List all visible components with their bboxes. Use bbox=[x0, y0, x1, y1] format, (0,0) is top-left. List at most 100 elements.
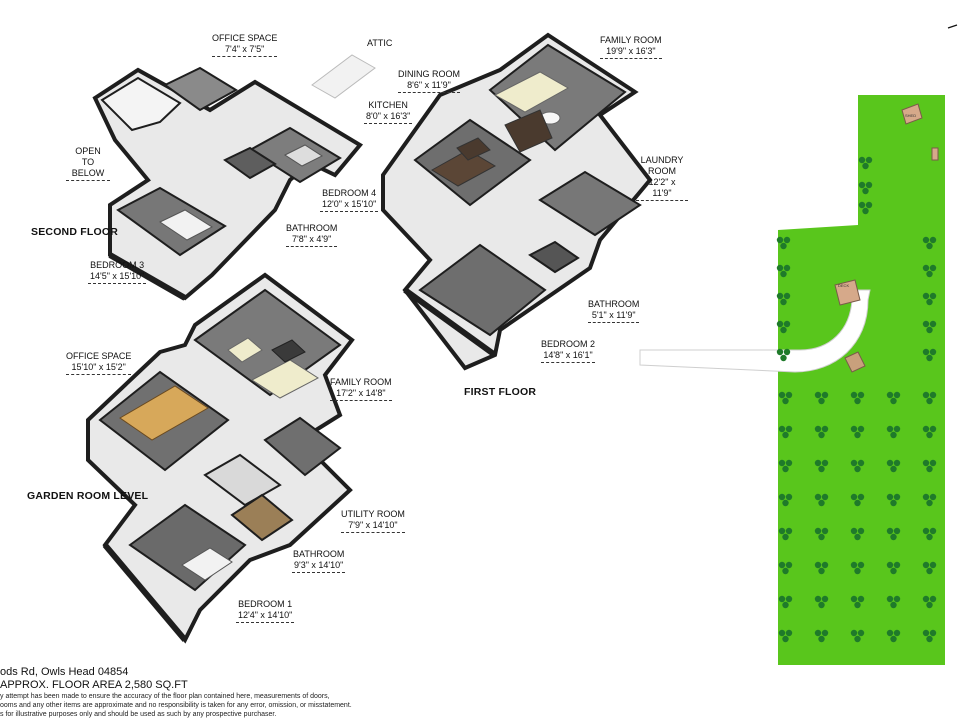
tree-icon bbox=[890, 431, 897, 439]
tree-icon bbox=[850, 561, 858, 569]
tree-icon bbox=[854, 635, 861, 643]
room-label-bathroom-2f: BATHROOM 7'8" x 4'9" bbox=[286, 223, 338, 247]
tree-icon bbox=[890, 567, 897, 575]
tree-icon bbox=[926, 465, 933, 473]
tree-icon bbox=[782, 635, 789, 643]
room-dimensions: 12'0" x 15'10" bbox=[320, 199, 379, 212]
tree-icon bbox=[893, 391, 901, 399]
tree-icon bbox=[886, 425, 894, 433]
room-dimensions: 12'4" x 14'10" bbox=[236, 610, 295, 623]
tree-icon bbox=[922, 292, 930, 300]
tree-icon bbox=[929, 264, 937, 272]
tree-icon bbox=[780, 326, 787, 334]
tree-icon bbox=[926, 298, 933, 306]
room-label-utility: UTILITY ROOM 7'9" x 14'10" bbox=[341, 509, 405, 533]
room-name: KITCHEN bbox=[368, 100, 408, 110]
tree-icon bbox=[929, 236, 937, 244]
room-name: BATHROOM bbox=[588, 299, 640, 309]
tree-icon bbox=[857, 629, 865, 637]
tree-icon bbox=[782, 465, 789, 473]
tree-icon bbox=[821, 595, 829, 603]
tree-icon bbox=[857, 595, 865, 603]
disclaimer-line-2: ooms and any other items are approximate… bbox=[0, 702, 352, 709]
tree-icon bbox=[778, 493, 786, 501]
room-dimensions: 7'9" x 14'10" bbox=[341, 520, 405, 533]
tree-icon bbox=[862, 187, 869, 195]
room-name: OFFICE SPACE bbox=[66, 351, 132, 361]
tree-icon bbox=[890, 635, 897, 643]
room-dimensions: 5'1" x 11'9" bbox=[588, 310, 640, 323]
tree-icon bbox=[922, 493, 930, 501]
tree-icon bbox=[814, 561, 822, 569]
tree-icon bbox=[818, 533, 825, 541]
tree-icon bbox=[814, 425, 822, 433]
tree-icon bbox=[780, 242, 787, 250]
tree-icon bbox=[821, 493, 829, 501]
tree-icon bbox=[814, 459, 822, 467]
tree-icon bbox=[776, 264, 784, 272]
attic-shape bbox=[311, 54, 376, 99]
room-label-bathroom-1f: BATHROOM 5'1" x 11'9" bbox=[588, 299, 640, 323]
tree-icon bbox=[922, 320, 930, 328]
north-arrow-icon bbox=[947, 24, 958, 29]
floor-area: APPROX. FLOOR AREA 2,580 SQ.FT bbox=[0, 679, 188, 691]
tree-icon bbox=[778, 391, 786, 399]
tree-icon bbox=[854, 465, 861, 473]
tree-icon bbox=[893, 595, 901, 603]
tree-icon bbox=[854, 397, 861, 405]
tree-icon bbox=[862, 162, 869, 170]
tree-icon bbox=[776, 236, 784, 244]
tree-icon bbox=[922, 391, 930, 399]
room-name: BEDROOM 2 bbox=[541, 339, 596, 349]
tree-icon bbox=[922, 348, 930, 356]
tree-icon bbox=[865, 156, 873, 164]
tree-icon bbox=[850, 425, 858, 433]
tree-icon bbox=[782, 499, 789, 507]
tree-icon bbox=[926, 354, 933, 362]
tree-icon bbox=[922, 561, 930, 569]
tree-icon bbox=[814, 595, 822, 603]
room-label-open-below: OPEN TO BELOW bbox=[66, 146, 110, 181]
tree-icon bbox=[929, 348, 937, 356]
tree-icon bbox=[857, 493, 865, 501]
tree-icon bbox=[922, 236, 930, 244]
room-name: LAUNDRY ROOM bbox=[640, 155, 684, 176]
room-dimensions: 17'2" x 14'8" bbox=[330, 388, 392, 401]
tree-icon bbox=[890, 533, 897, 541]
room-label-family-room-1: FAMILY ROOM 19'9" x 16'3" bbox=[600, 35, 662, 59]
deck-label: DECK bbox=[838, 283, 849, 288]
room-label-kitchen: KITCHEN 8'0" x 16'3" bbox=[364, 100, 413, 124]
tree-icon bbox=[854, 567, 861, 575]
tree-icon bbox=[865, 181, 873, 189]
tree-icon bbox=[926, 499, 933, 507]
tree-icon bbox=[780, 354, 787, 362]
tree-icon bbox=[785, 595, 793, 603]
tree-icon bbox=[865, 201, 873, 209]
tree-icon bbox=[783, 292, 791, 300]
tree-icon bbox=[922, 629, 930, 637]
shed-shape bbox=[901, 103, 923, 125]
tree-icon bbox=[926, 397, 933, 405]
tree-icon bbox=[893, 629, 901, 637]
tree-icon bbox=[886, 391, 894, 399]
tree-icon bbox=[780, 270, 787, 278]
room-name: FAMILY ROOM bbox=[600, 35, 662, 45]
tree-icon bbox=[854, 533, 861, 541]
tree-icon bbox=[821, 391, 829, 399]
room-label-laundry: LAUNDRY ROOM 12'2" x 11'9" bbox=[636, 155, 688, 201]
tree-icon bbox=[893, 561, 901, 569]
room-name: BATHROOM bbox=[286, 223, 338, 233]
room-dimensions: 14'5" x 15'10" bbox=[88, 271, 147, 284]
tree-icon bbox=[782, 431, 789, 439]
tree-icon bbox=[929, 595, 937, 603]
disclaimer-line-1: y attempt has been made to ensure the ac… bbox=[0, 693, 330, 700]
room-dimensions: 14'8" x 16'1" bbox=[541, 350, 596, 363]
room-dimensions: 8'0" x 16'3" bbox=[364, 111, 413, 124]
tree-group bbox=[776, 156, 937, 643]
room-dimensions: 8'6" x 11'9" bbox=[398, 80, 460, 93]
room-dimensions: 19'9" x 16'3" bbox=[600, 46, 662, 59]
tree-icon bbox=[926, 533, 933, 541]
address: ods Rd, Owls Head 04854 bbox=[0, 666, 129, 678]
tree-icon bbox=[778, 459, 786, 467]
tree-icon bbox=[780, 298, 787, 306]
